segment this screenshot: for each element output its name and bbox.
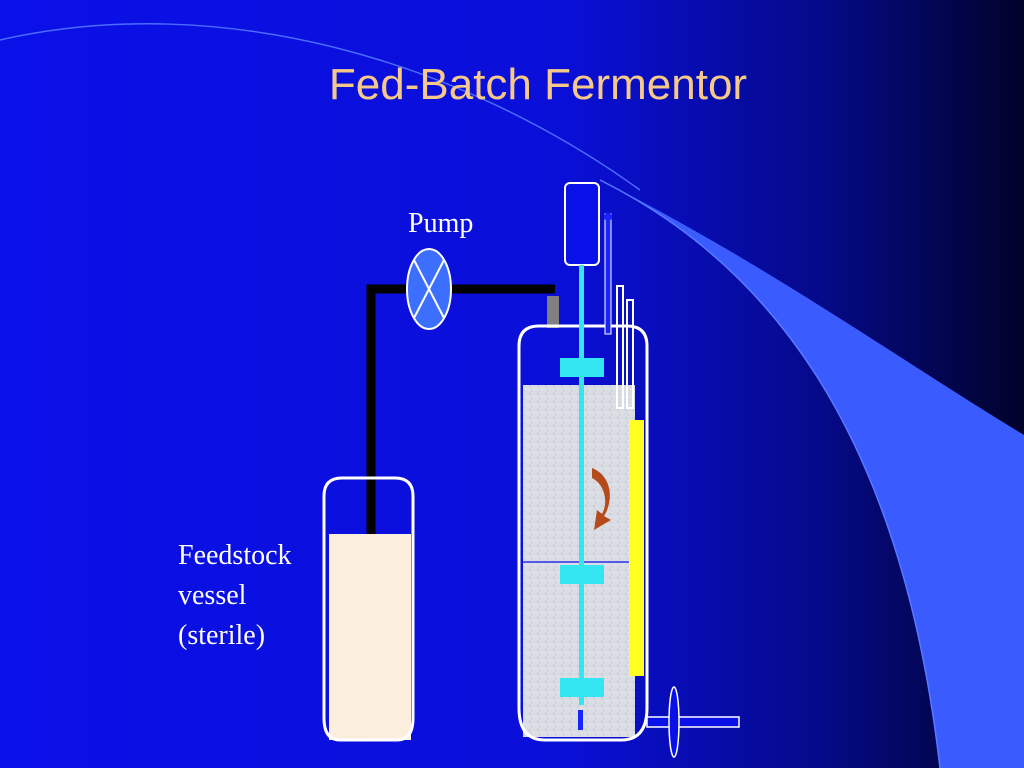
gas-outlet-pipe-1 bbox=[616, 285, 624, 409]
baffle bbox=[629, 420, 644, 676]
slide-title: Fed-Batch Fermentor bbox=[328, 60, 748, 109]
impeller-middle bbox=[560, 565, 604, 584]
harvest-valve bbox=[646, 686, 740, 758]
pump-label: Pump bbox=[408, 208, 474, 239]
feedstock-label-line-2: vessel bbox=[178, 580, 247, 611]
sparger-tip bbox=[578, 710, 583, 730]
sampling-probe bbox=[604, 213, 612, 335]
feedstock-vessel bbox=[322, 476, 415, 742]
agitator-shaft bbox=[579, 265, 584, 705]
tube-connector bbox=[547, 296, 559, 328]
agitator-motor bbox=[564, 182, 600, 266]
impeller-bottom bbox=[560, 678, 604, 697]
background-arc-line-2 bbox=[599, 179, 941, 768]
feedstock-label-line-3: (sterile) bbox=[178, 620, 266, 651]
feedstock-vessel-label: Feedstock vessel (sterile) bbox=[178, 536, 292, 656]
rotation-arrow-icon bbox=[592, 468, 611, 530]
pump-icon bbox=[406, 248, 452, 330]
feedstock-label-line-1: Feedstock bbox=[178, 540, 292, 571]
gas-outlet-pipe-2 bbox=[626, 299, 634, 409]
background-swoosh bbox=[600, 180, 1024, 768]
background-arc-line bbox=[0, 23, 641, 191]
impeller-top bbox=[560, 358, 604, 377]
